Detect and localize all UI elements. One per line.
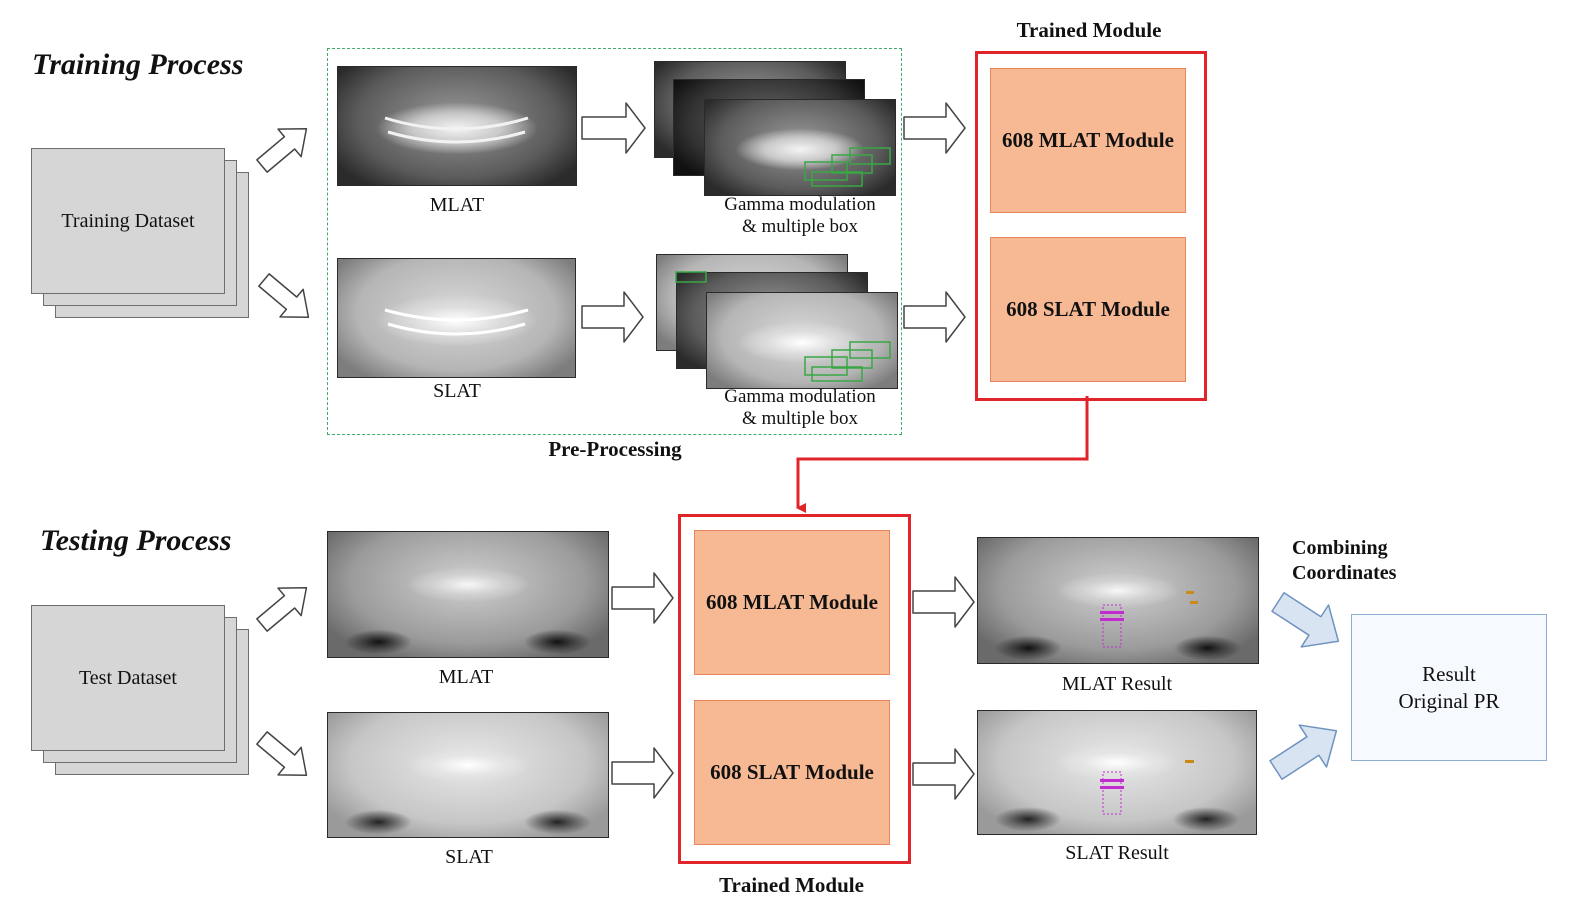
trained-module-top-box (975, 51, 1207, 401)
result-line2: Original PR (1398, 688, 1500, 713)
train-slat-label: SLAT (433, 380, 481, 402)
module-mlat-bottom: 608 MLAT Module (694, 530, 890, 675)
trained-module-top-title: Trained Module (1016, 18, 1162, 42)
arrow-test-to-slat (256, 731, 308, 777)
test-mlat-xray-image (327, 531, 609, 658)
trained-module-bottom-box (678, 514, 911, 864)
arrow-train-to-slat (258, 273, 310, 319)
gamma-label-slat: Gamma modulation & multiple box (700, 386, 900, 430)
result-original-pr-box: Result Original PR (1351, 614, 1547, 761)
training-process-title: Training Process (32, 48, 244, 81)
gamma-label-mlat-line2: & multiple box (741, 216, 859, 237)
combining-coordinates-label: Combining Coordinates (1292, 536, 1432, 586)
train-mlat-xray-image (337, 66, 577, 186)
arrow-test-mlat-to-module (611, 572, 674, 624)
detection-boxes-mlat (804, 147, 891, 187)
test-dataset-label: Test Dataset (31, 605, 225, 751)
arrow-gamma-to-mlat-module (903, 102, 966, 154)
arrow-mlat-to-gamma (581, 102, 646, 154)
training-dataset-label: Training Dataset (31, 148, 225, 294)
mlat-result-image (977, 537, 1259, 664)
test-slat-xray-image (327, 712, 609, 838)
teeth-hint-train-slat (384, 308, 529, 336)
trained-module-bottom-title: Trained Module (719, 873, 864, 897)
result-line1: Result (1422, 661, 1476, 686)
arrow-test-to-mlat (256, 586, 308, 632)
slat-result-label: SLAT Result (1065, 842, 1169, 864)
module-slat-top: 608 SLAT Module (990, 237, 1186, 382)
module-mlat-top: 608 MLAT Module (990, 68, 1186, 213)
arrow-combine-mlat (1271, 592, 1340, 648)
test-mlat-label: MLAT (438, 666, 494, 688)
train-mlat-label: MLAT (429, 194, 485, 216)
testing-process-title: Testing Process (40, 524, 232, 557)
arrow-gamma-to-slat-module (903, 291, 966, 343)
arrow-combine-slat (1269, 724, 1338, 780)
gamma-label-slat-line1: Gamma modulation (724, 386, 876, 407)
teeth-hint-train-mlat (384, 116, 529, 144)
gamma-label-mlat: Gamma modulation & multiple box (700, 194, 900, 238)
combining-line2: Coordinates (1292, 562, 1397, 584)
arrow-test-slat-to-module (611, 747, 674, 799)
arrow-slat-to-gamma (581, 291, 644, 343)
gamma-label-mlat-line1: Gamma modulation (724, 194, 876, 215)
train-slat-xray-image (337, 258, 576, 378)
result-marks-mlat (1100, 591, 1198, 648)
mlat-result-label: MLAT Result (1061, 673, 1173, 695)
trained-module-connector-arrow (796, 396, 1089, 513)
preprocessing-region (327, 48, 902, 435)
combining-arrows (1269, 592, 1340, 780)
test-slat-label: SLAT (445, 846, 493, 868)
hollow-arrows (256, 102, 975, 800)
module-slat-bottom: 608 SLAT Module (694, 700, 890, 845)
result-marks-slat (1100, 760, 1194, 815)
arrow-module-to-slat-result (912, 748, 975, 800)
detection-boxes-slat (675, 271, 891, 382)
combining-line1: Combining (1292, 537, 1388, 559)
arrow-train-to-mlat (256, 127, 308, 173)
gamma-label-slat-line2: & multiple box (741, 408, 859, 429)
preprocessing-label: Pre-Processing (548, 437, 682, 461)
arrow-module-to-mlat-result (912, 576, 975, 628)
